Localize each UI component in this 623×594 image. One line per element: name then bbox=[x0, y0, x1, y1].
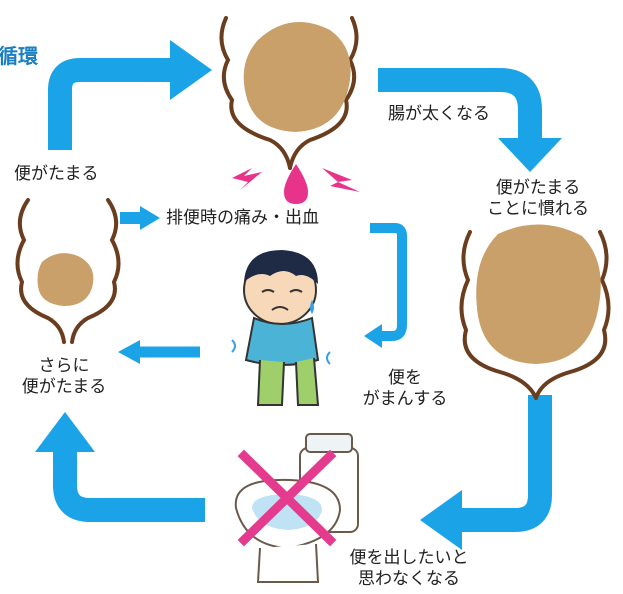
arrowhead-to-pain bbox=[140, 206, 160, 230]
small-colon-illustration bbox=[15, 198, 121, 344]
label-no-urge-line2: 思わなくなる bbox=[358, 569, 460, 589]
label-more-stool-line1: さらに bbox=[38, 356, 90, 376]
pain-spark-right bbox=[322, 168, 360, 192]
cycle-arrow-bottom-left bbox=[53, 450, 205, 522]
arrowhead-to-more-stool bbox=[118, 340, 140, 364]
large-colon-illustration bbox=[459, 224, 611, 400]
label-no-urge: 便を出したいと 思わなくなる bbox=[336, 548, 482, 590]
prohibited-cross-icon bbox=[237, 449, 337, 547]
top-colon-illustration bbox=[219, 16, 359, 170]
arrowhead-top-right bbox=[498, 138, 562, 172]
label-used-to-stool: 便がたまる ことに慣れる bbox=[480, 178, 596, 220]
label-used-to-stool-line1: 便がたまる bbox=[495, 178, 581, 198]
cycle-arrow-top-right bbox=[378, 68, 542, 140]
label-gut-thickens: 腸が太くなる bbox=[388, 104, 490, 124]
label-more-stool-line2: 便がたまる bbox=[21, 377, 107, 397]
label-hold-stool: 便を がまんする bbox=[340, 368, 470, 410]
arrowhead-top-left bbox=[170, 40, 212, 100]
diagram-title-fragment: 循環 bbox=[0, 44, 38, 68]
arrowhead-bottom-left bbox=[35, 412, 95, 452]
label-more-stool: さらに 便がたまる bbox=[14, 356, 114, 398]
arrowhead-bottom-right bbox=[420, 490, 462, 550]
arrowhead-pain-to-hold bbox=[364, 324, 382, 348]
label-stool-collects: 便がたまる bbox=[14, 164, 99, 184]
label-no-urge-line1: 便を出したいと bbox=[349, 548, 469, 568]
pain-spark-left bbox=[232, 168, 262, 190]
label-used-to-stool-line2: ことに慣れる bbox=[487, 199, 589, 219]
toilet-illustration bbox=[234, 433, 359, 583]
label-hold-stool-line1: 便を bbox=[388, 368, 422, 388]
arrow-pain-to-hold bbox=[370, 223, 407, 341]
label-hold-stool-line2: がまんする bbox=[362, 389, 448, 409]
blood-drop-icon bbox=[284, 164, 308, 204]
cycle-arrow-bottom-right bbox=[460, 395, 552, 532]
cycle-arrow-top-left bbox=[48, 58, 175, 150]
worried-boy-illustration bbox=[231, 250, 331, 406]
label-pain-bleeding: 排便時の痛み・出血 bbox=[166, 208, 319, 228]
